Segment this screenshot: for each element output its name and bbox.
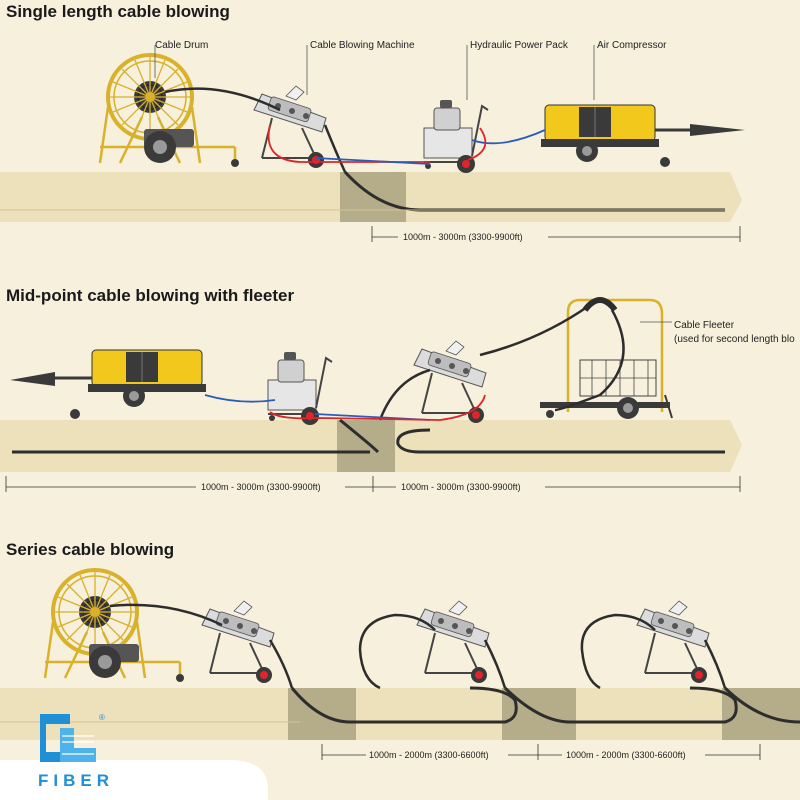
duct-cable (290, 686, 518, 724)
section-title: Single length cable blowing (6, 2, 230, 21)
cable (378, 368, 431, 421)
logo-panel (0, 760, 268, 800)
cable-blowing-machine-icon (201, 600, 275, 684)
label-hydraulic-power-pack: Hydraulic Power Pack (470, 40, 569, 51)
distance-label: 1000m - 2000m (3300-6600ft) (566, 750, 686, 760)
trench (337, 420, 395, 472)
cable-blowing-machine-icon (413, 340, 487, 424)
label-cable-blowing-machine: Cable Blowing Machine (310, 40, 415, 51)
cable-blowing-machine-icon (416, 600, 490, 684)
distance-label: 1000m - 3000m (3300-9900ft) (401, 482, 521, 492)
section-title: Series cable blowing (6, 540, 174, 559)
air-hose-blue (314, 157, 431, 165)
ground (0, 688, 800, 740)
registered-mark: ® (99, 713, 105, 722)
cable-blowing-machine-icon (253, 85, 327, 169)
tow-bar (10, 372, 55, 386)
distance-label: 1000m - 2000m (3300-6600ft) (369, 750, 489, 760)
cable-drum-icon (98, 53, 241, 169)
cable-fleeter-icon (540, 297, 673, 419)
section-series: Series cable blowing 1000m - 2000m (3300… (0, 540, 800, 760)
air-compressor-icon (540, 104, 660, 163)
distance-label: 1000m - 3000m (3300-9900ft) (201, 482, 321, 492)
logo-text: FIBER (38, 771, 114, 790)
air-hose-blue (204, 394, 276, 403)
cable (109, 603, 223, 627)
label-air-compressor: Air Compressor (597, 40, 667, 51)
cable-drum-icon (43, 568, 186, 684)
air-compressor-icon (87, 349, 207, 408)
hydraulic-hose-red (269, 411, 441, 421)
section-mid-point: Mid-point cable blowing with fleeter (0, 286, 795, 492)
cable (164, 87, 281, 112)
label-cable-drum: Cable Drum (155, 40, 208, 51)
cable-blowing-machine-icon (636, 600, 710, 684)
label-cable-fleeter-note: (used for second length blo (674, 334, 795, 345)
brand-logo: ® FIBER (0, 713, 268, 800)
section-title: Mid-point cable blowing with fleeter (6, 286, 294, 305)
hydraulic-hose-red (267, 124, 430, 163)
hydraulic-power-pack-icon (423, 99, 489, 174)
label-cable-fleeter: Cable Fleeter (674, 320, 735, 331)
distance-label: 1000m - 3000m (3300-9900ft) (403, 232, 523, 242)
tow-bar (690, 124, 745, 136)
section-single-length: Single length cable blowing Cable Drum C… (0, 2, 745, 242)
